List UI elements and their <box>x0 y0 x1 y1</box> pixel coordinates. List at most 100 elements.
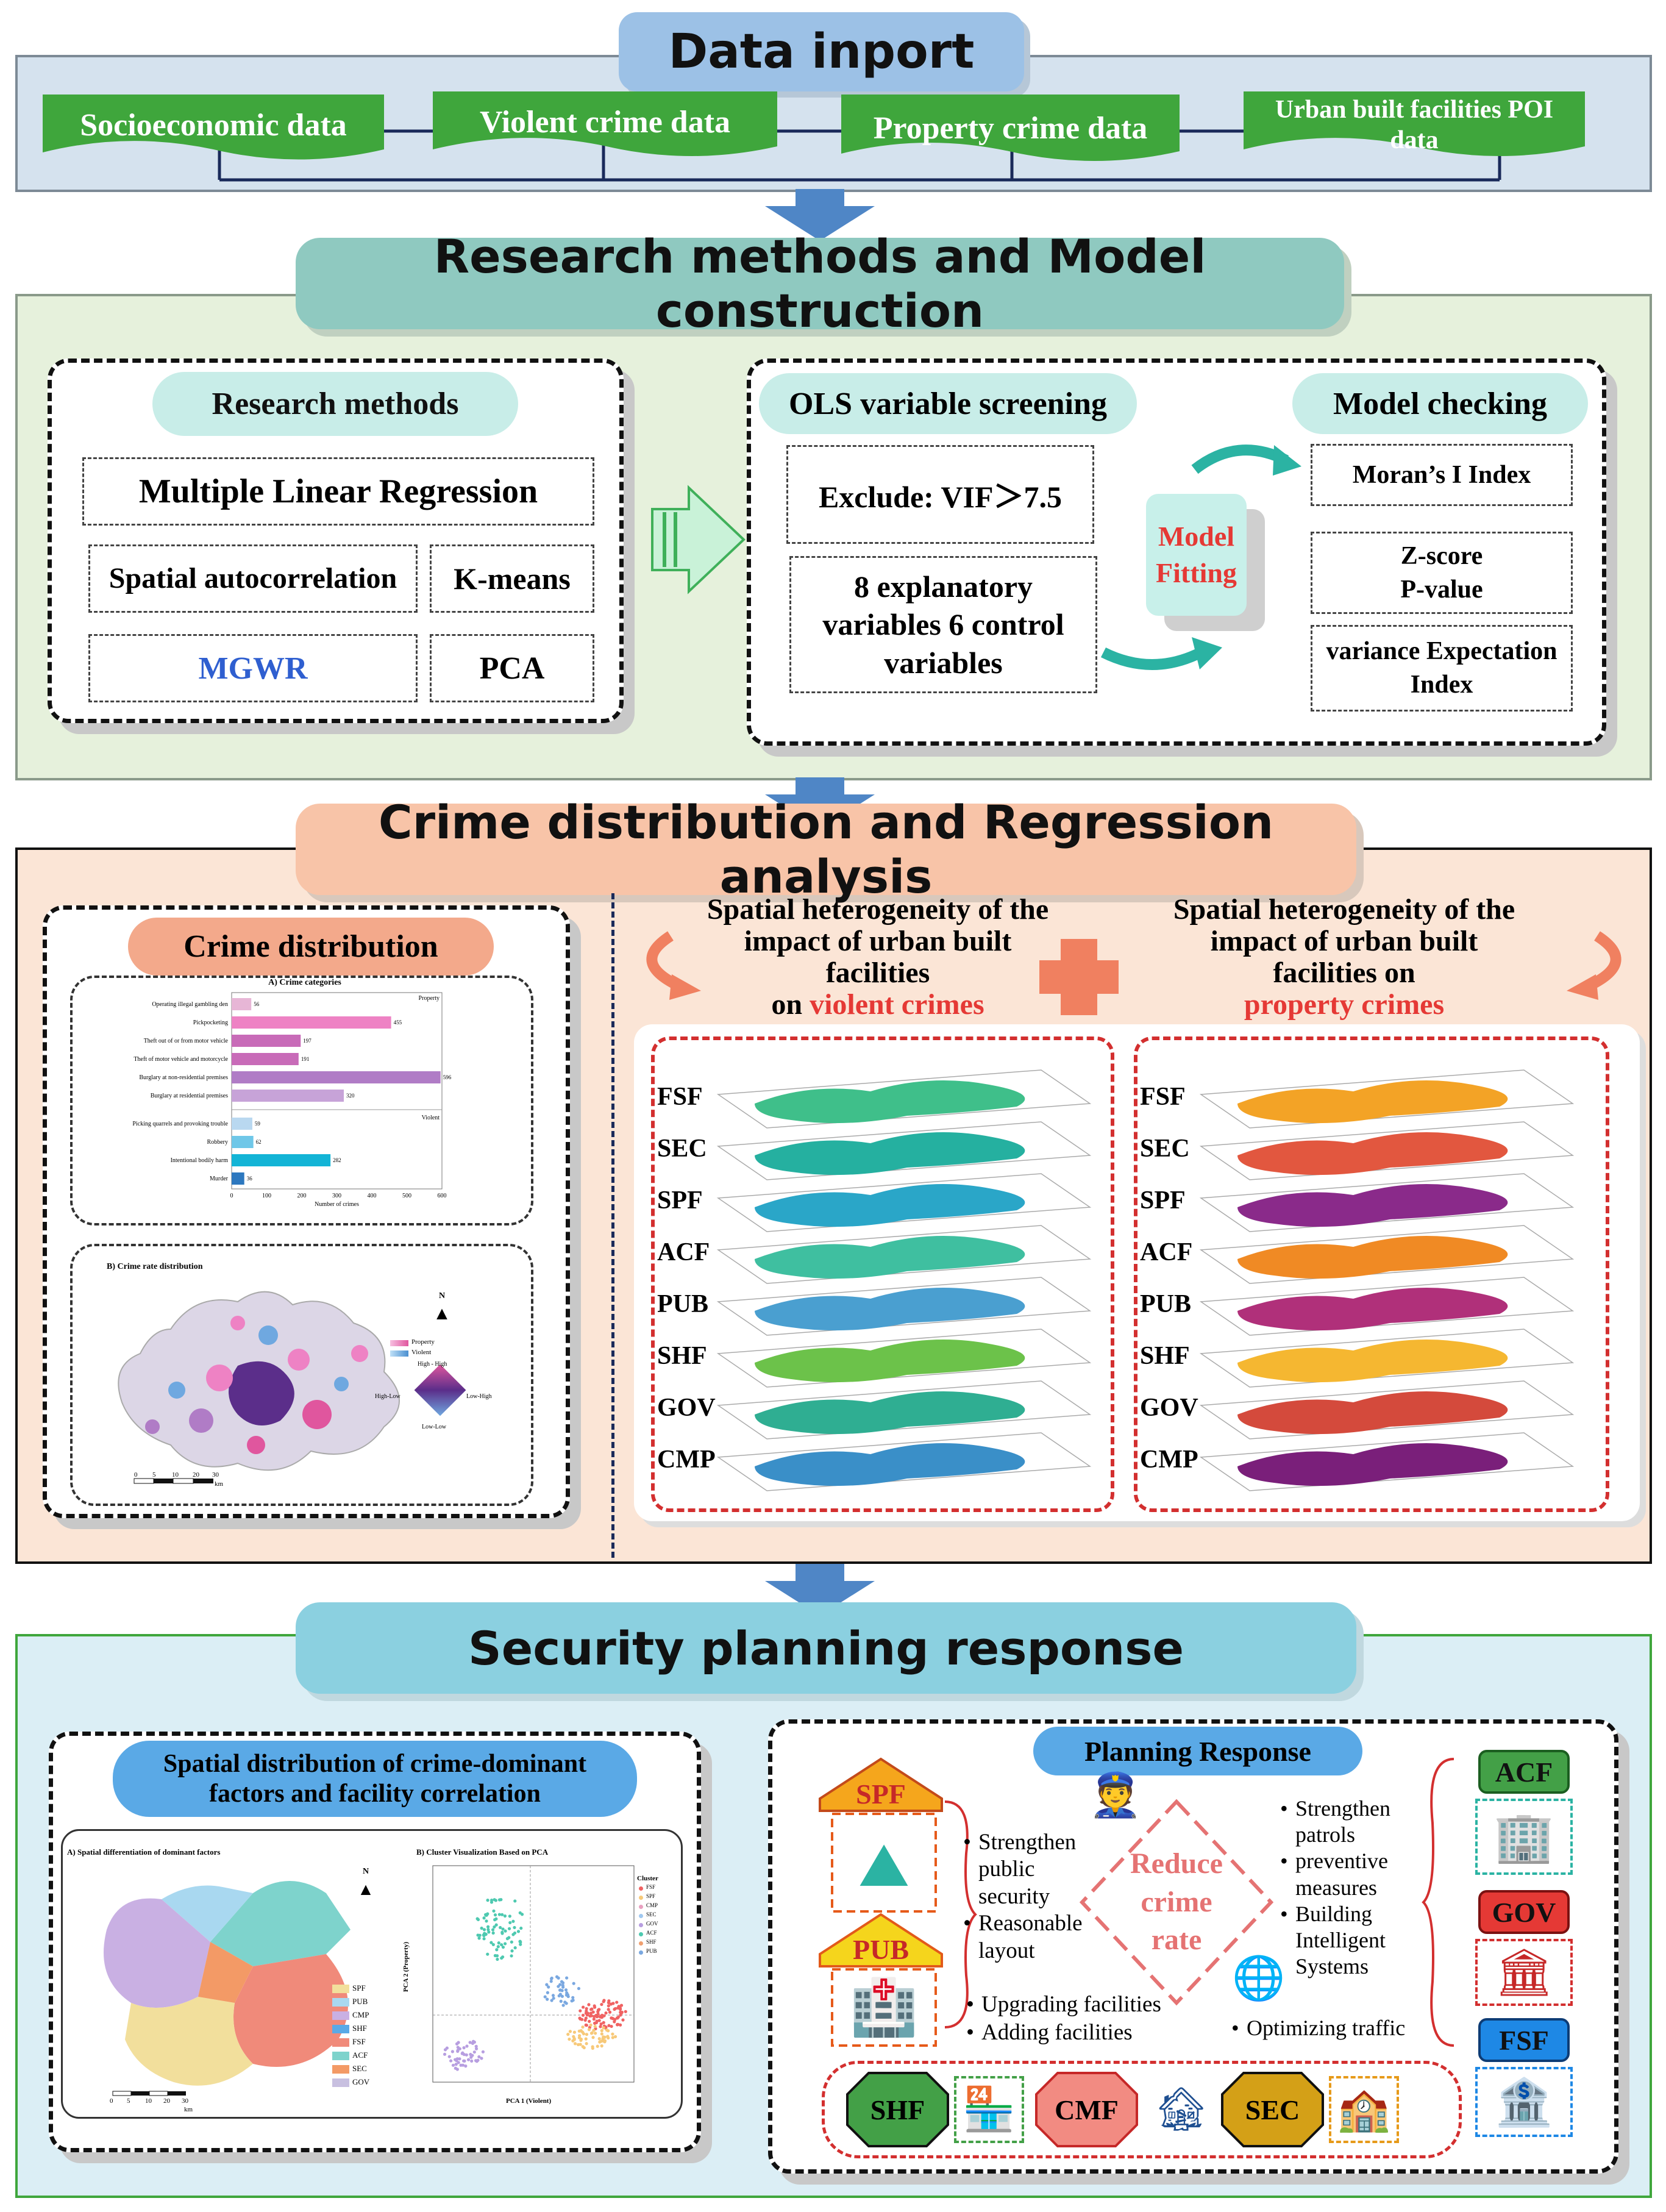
pca-point <box>458 2057 461 2061</box>
bar-category-label: Operating illegal gambling den <box>152 1001 228 1008</box>
pca-point <box>489 1898 494 1902</box>
pca-point <box>465 2053 468 2057</box>
violent-heading-on: on <box>771 988 810 1021</box>
x-tick-label: 500 <box>402 1193 411 1199</box>
right-bullet-3-text: Building Intelligent Systems <box>1295 1901 1386 1979</box>
factor-label-gov: GOV <box>1140 1394 1198 1422</box>
legend-label: FSF <box>352 2037 366 2046</box>
pca-point <box>482 1928 486 1932</box>
pca-point <box>572 1982 575 1985</box>
map-layer-region <box>1237 1184 1508 1227</box>
crime-map-scale-5: 5 <box>152 1471 156 1479</box>
bottom-bullets: •Upgrading facilities •Adding facilities <box>966 1991 1222 2047</box>
map-layer-region <box>1237 1080 1508 1124</box>
pca-point <box>602 1999 606 2002</box>
fsf-icon-box: 🏦 <box>1475 2067 1573 2137</box>
bar <box>232 1016 391 1029</box>
factor-label-shf: SHF <box>1140 1342 1190 1370</box>
bar <box>232 1071 441 1083</box>
pca-point <box>589 2023 593 2027</box>
right-bullet-3: •Building Intelligent Systems <box>1280 1901 1433 1980</box>
pca-point <box>619 2013 622 2017</box>
cmf-tag: CMF <box>1055 2094 1119 2125</box>
x-tick-label: 100 <box>262 1193 271 1199</box>
pca-point <box>570 1999 574 2003</box>
pca-point <box>597 2019 601 2022</box>
pca-point <box>450 2050 454 2053</box>
pca-point <box>608 2010 612 2014</box>
office-icon: 🏚 <box>1154 2086 1208 2133</box>
bar-category-label: Murder <box>210 1176 229 1182</box>
pca-point <box>477 2055 481 2059</box>
left-bullets: •Strengthen public security •Reasonable … <box>963 1829 1103 1964</box>
pca-point <box>568 2037 571 2041</box>
right-bullet-1: •Strengthen patrols <box>1280 1796 1433 1848</box>
crime-map-scale-0: 0 <box>134 1471 138 1479</box>
legend-label: CMP <box>352 2010 369 2019</box>
pca-point <box>588 2014 592 2018</box>
bar-category-label: Burglary at residential premises <box>151 1093 228 1099</box>
fsf-tag: FSF <box>1478 2018 1570 2062</box>
violent-maps-box <box>651 1036 1114 1512</box>
x-tick-label: 600 <box>438 1193 447 1199</box>
pca-point <box>518 1939 522 1943</box>
pca-point <box>591 2010 595 2014</box>
reduce-diamond <box>1079 1799 1274 2006</box>
factor-label-gov: GOV <box>657 1394 716 1422</box>
pca-point <box>558 1988 562 1992</box>
pca-point <box>587 2028 591 2032</box>
pca-point <box>600 2044 603 2048</box>
bar <box>232 1090 344 1102</box>
pca-point <box>486 1952 489 1956</box>
cluster-legend-dot <box>639 1923 643 1927</box>
heterogeneity-connectors <box>646 931 1622 1015</box>
bar <box>232 1118 252 1130</box>
bullet-dot: • <box>966 1992 974 2017</box>
property-heading-text: Spatial heterogeneity of the impact of u… <box>1173 893 1515 989</box>
data-item-violent: Violent crime data <box>479 104 731 140</box>
pca-point <box>487 1930 491 1934</box>
left-bullet-2: •Reasonable layout <box>963 1910 1103 1964</box>
pca-point <box>491 1943 495 1947</box>
cluster-legend-dot <box>639 1941 643 1946</box>
x-tick-label: 300 <box>332 1193 341 1199</box>
crime-distribution-title: Crime distribution <box>128 918 494 976</box>
pca-point <box>469 2055 473 2059</box>
pca-point <box>543 1995 547 1999</box>
pca-point <box>585 2042 588 2046</box>
gov-tag: GOV <box>1478 1890 1570 1934</box>
pca-point <box>615 2016 619 2020</box>
pca-point <box>491 1931 495 1935</box>
legend-swatch <box>332 2078 349 2087</box>
crime-map-legend-ll: Low-Low <box>422 1424 446 1430</box>
pca-point <box>472 2050 476 2054</box>
bottom-bullet-2-text: Adding facilities <box>981 2020 1133 2046</box>
crime-map-legend-swatch-property <box>390 1340 408 1346</box>
pca-point <box>591 2036 595 2039</box>
bar <box>232 1035 301 1047</box>
pca-point <box>581 2045 585 2049</box>
left-bullet-2-text: Reasonable layout <box>978 1911 1083 1963</box>
pca-point <box>489 1941 493 1944</box>
pca-point <box>558 1983 562 1986</box>
pca-point <box>493 1918 497 1922</box>
pca-point <box>513 1925 516 1930</box>
pca-point <box>602 2014 606 2018</box>
pca-point <box>518 1911 522 1914</box>
pca-point <box>443 2048 447 2052</box>
pca-point <box>500 1930 504 1934</box>
spatial-distribution-title: Spatial distribution of crime-dominant f… <box>113 1741 637 1817</box>
pca-point <box>493 1925 496 1929</box>
pca-cluster-scatter <box>432 1865 635 2083</box>
factor-label-shf: SHF <box>657 1342 707 1370</box>
map-layer-region <box>755 1184 1025 1227</box>
pca-point <box>596 2010 600 2014</box>
pca-point <box>613 2035 618 2039</box>
legend-swatch <box>332 2011 349 2020</box>
pca-point <box>603 2039 607 2043</box>
pca-point <box>593 2005 597 2009</box>
model-fitting: Model Fitting <box>1146 494 1247 616</box>
violent-heading-red: violent crimes <box>810 988 984 1021</box>
pub-icon: 🏥 <box>849 1978 919 2038</box>
